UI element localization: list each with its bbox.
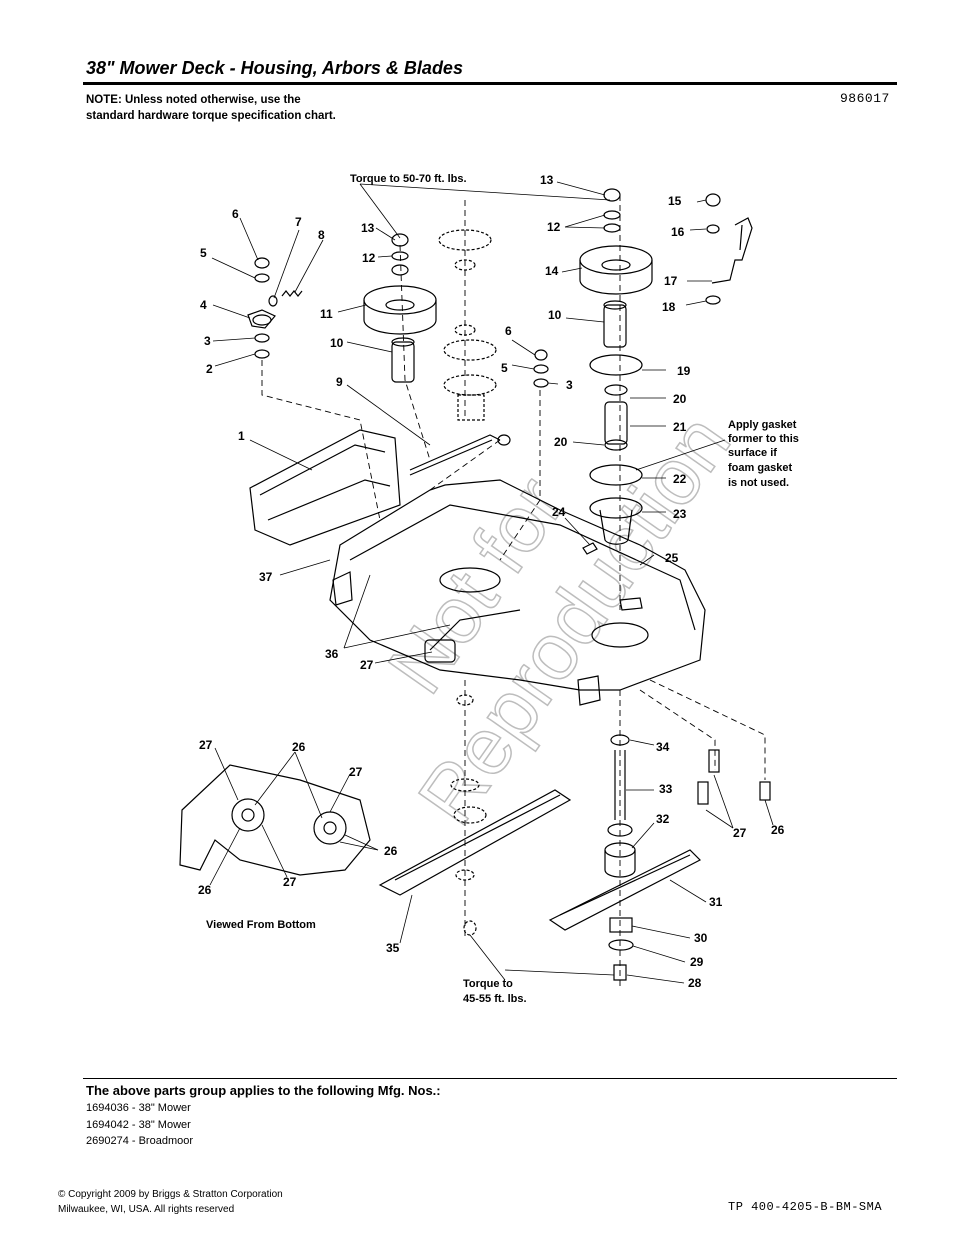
- center-hardware: [533, 349, 549, 388]
- diagram-annotations: Torque to 50-70 ft. lbs. Torque to 45-55…: [206, 173, 799, 1005]
- title-rule: [83, 82, 897, 85]
- callout-15: 15: [668, 194, 682, 208]
- page-title: 38" Mower Deck - Housing, Arbors & Blade…: [86, 58, 463, 78]
- callout-9: 9: [336, 375, 343, 389]
- callout-23: 23: [673, 507, 687, 521]
- callout-14: 14: [545, 264, 559, 278]
- callout-5b: 5: [501, 361, 508, 375]
- torque-bottom-label-line-2: 45-55 ft. lbs.: [463, 993, 527, 1005]
- right-arbor-assembly: [579, 188, 653, 555]
- callout-5: 5: [200, 246, 207, 260]
- callout-12b: 12: [547, 220, 561, 234]
- torque-note: NOTE: Unless noted otherwise, use the st…: [86, 94, 336, 122]
- callout-6: 6: [232, 207, 239, 221]
- callout-27-bottom-right: 27: [349, 765, 363, 779]
- callout-6b: 6: [505, 324, 512, 338]
- callout-26-bottom-right: 26: [384, 844, 398, 858]
- torque-bottom-label-line-1: Torque to: [463, 978, 513, 990]
- discharge-chute: [249, 429, 401, 546]
- mfg-number-item: 1694042 - 38" Mower: [86, 1118, 191, 1131]
- callout-13: 13: [361, 221, 375, 235]
- left-hardware: [247, 257, 303, 359]
- callout-28: 28: [688, 976, 702, 990]
- callout-27-bottom-left: 27: [199, 738, 213, 752]
- blade-spindle: [604, 734, 771, 981]
- callout-27-deck: 27: [360, 658, 374, 672]
- copyright-notice: © Copyright 2009 by Briggs & Stratton Co…: [58, 1188, 283, 1217]
- belt-guide-hardware: [705, 193, 753, 305]
- gasket-note-line-1: Apply gasket: [728, 419, 797, 431]
- applies-title: The above parts group applies to the fol…: [86, 1083, 441, 1098]
- callout-17: 17: [664, 274, 678, 288]
- callout-3b: 3: [566, 378, 573, 392]
- gasket-note-line-4: foam gasket: [728, 462, 793, 474]
- blade-left: [378, 789, 572, 896]
- callout-1: 1: [238, 429, 245, 443]
- callout-27-bolt: 27: [733, 826, 747, 840]
- callout-30: 30: [694, 931, 708, 945]
- center-spindle-stack: [438, 229, 497, 936]
- footer-rule: [83, 1078, 897, 1079]
- callout-19: 19: [677, 364, 691, 378]
- callout-3: 3: [204, 334, 211, 348]
- callout-25: 25: [665, 551, 679, 565]
- leader-lines: [209, 181, 774, 984]
- callout-22: 22: [673, 472, 687, 486]
- callout-8: 8: [318, 228, 325, 242]
- callout-12: 12: [362, 251, 376, 265]
- deck-rod: [409, 434, 511, 476]
- callout-34: 34: [656, 740, 670, 754]
- mfg-number-list: 1694036 - 38" Mower 1694042 - 38" Mower …: [86, 1100, 193, 1150]
- callout-numbers: 1 2 3 3 4 5 5 6 6 7 8 9 10 10 11 12 12 1…: [198, 173, 785, 990]
- callout-21: 21: [673, 420, 687, 434]
- bottom-view-deck: [179, 764, 371, 876]
- callout-26-bottom-left: 26: [198, 883, 212, 897]
- copyright-line-2: Milwaukee, WI, USA. All rights reserved: [58, 1203, 235, 1215]
- callout-2: 2: [206, 362, 213, 376]
- blade-right: [548, 849, 702, 931]
- callout-24: 24: [552, 505, 566, 519]
- copyright-line-1: © Copyright 2009 by Briggs & Stratton Co…: [58, 1189, 283, 1200]
- mfg-number-item: 1694036 - 38" Mower: [86, 1102, 191, 1114]
- callout-13b: 13: [540, 173, 554, 187]
- viewed-from-bottom-label: Viewed From Bottom: [206, 919, 316, 931]
- callout-10: 10: [330, 336, 344, 350]
- callout-20: 20: [673, 392, 687, 406]
- callout-32: 32: [656, 812, 670, 826]
- gasket-note-line-2: former to this: [728, 433, 799, 445]
- callout-26-bottom-top: 26: [292, 740, 306, 754]
- callout-26-bolt: 26: [771, 823, 785, 837]
- callout-20b: 20: [554, 435, 568, 449]
- callout-16: 16: [671, 225, 685, 239]
- callout-36: 36: [325, 647, 339, 661]
- deck-housing: [329, 479, 706, 706]
- gasket-note-line-5: is not used.: [728, 477, 789, 489]
- callout-7: 7: [295, 215, 302, 229]
- callout-11: 11: [320, 307, 333, 321]
- left-arbor-assembly: [363, 233, 437, 383]
- callout-35: 35: [386, 941, 400, 955]
- callout-29: 29: [690, 955, 704, 969]
- document-number: 986017: [840, 91, 890, 106]
- mfg-number-item: 2690274 - Broadmoor: [86, 1135, 194, 1147]
- callout-31: 31: [709, 895, 723, 909]
- gasket-note-line-3: surface if: [728, 447, 777, 459]
- callout-33: 33: [659, 782, 673, 796]
- callout-4: 4: [200, 298, 207, 312]
- callout-27-bottom-center: 27: [283, 875, 297, 889]
- torque-top-label: Torque to 50-70 ft. lbs.: [350, 173, 467, 185]
- callout-18: 18: [662, 300, 676, 314]
- tp-number: TP 400-4205-B-BM-SMA: [728, 1200, 883, 1214]
- callout-37: 37: [259, 570, 273, 584]
- callout-10b: 10: [548, 308, 562, 322]
